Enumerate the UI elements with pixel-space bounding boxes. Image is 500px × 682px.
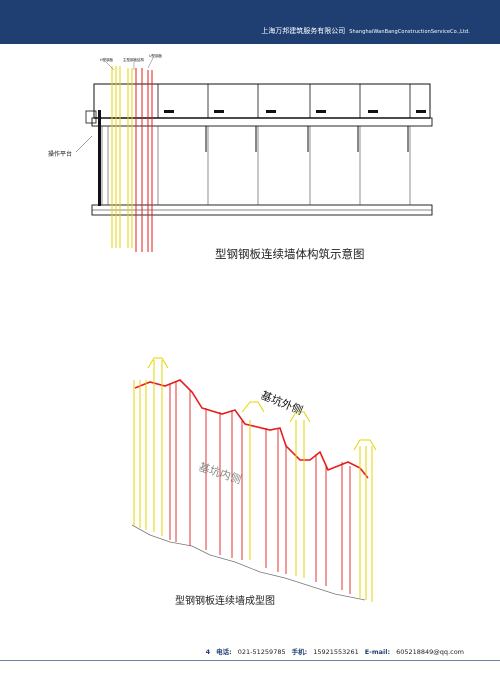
wall-top-edge bbox=[134, 379, 369, 479]
red-piles bbox=[135, 68, 153, 252]
frame-pads bbox=[164, 110, 426, 113]
company-name-en: ShanghaiWanBangConstructionServiceCo.,Lt… bbox=[349, 29, 470, 35]
label-h-steel: H型钢板 bbox=[100, 57, 114, 62]
wall-bottom-edge bbox=[131, 524, 366, 601]
mobile-label: 手机: bbox=[291, 648, 308, 656]
tel-number: 021-51259785 bbox=[237, 648, 286, 656]
mobile-number: 15921553261 bbox=[313, 648, 359, 656]
construction-schematic: H型钢板 主型钢板结构 U型钢板 操作平台 bbox=[48, 53, 433, 252]
footer-contact: 4 电话: 021-51259785 手机: 15921553261 E-mail: 605… bbox=[206, 646, 470, 656]
email-address[interactable]: 605218849@qq.com bbox=[396, 648, 464, 656]
label-platform: 操作平台 bbox=[48, 150, 72, 158]
figure2-caption: 型钢钢板连续墙成型图 bbox=[175, 596, 275, 607]
upper-beam bbox=[91, 117, 433, 127]
yellow-piles bbox=[111, 66, 133, 248]
figure1-caption: 型钢钢板连续墙体构筑示意图 bbox=[215, 247, 365, 261]
page-number: 4 bbox=[205, 648, 211, 656]
tel-label: 电话: bbox=[216, 648, 232, 656]
label-u-plate: U型钢板 bbox=[149, 53, 163, 58]
wall-formation-drawing: 基坑外侧 基坑内侧 bbox=[131, 357, 377, 602]
email-label: E-mail: bbox=[364, 648, 391, 656]
red-pile-lines bbox=[169, 382, 351, 594]
footer-rule bbox=[0, 640, 500, 661]
hanging-rods bbox=[205, 126, 409, 152]
company-name-cn: 上海万邦建筑服务有限公司 bbox=[261, 27, 346, 35]
posts bbox=[101, 126, 411, 205]
frame-dividers bbox=[157, 84, 411, 118]
header-bar bbox=[0, 0, 500, 44]
label-main-plate: 主型钢板结构 bbox=[123, 57, 144, 62]
yellow-pile-lines bbox=[133, 360, 373, 602]
label-outer-side: 基坑外侧 bbox=[259, 388, 305, 417]
h-beam-tops bbox=[147, 357, 377, 451]
frame-top bbox=[93, 83, 431, 119]
